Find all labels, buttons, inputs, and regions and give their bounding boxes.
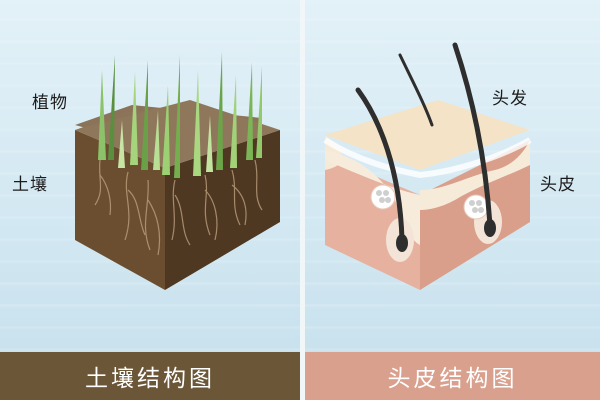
scalp-label: 头皮 xyxy=(540,175,576,195)
soil-structure-caption: 土壤结构图 xyxy=(0,352,300,400)
soil-label: 土壤 xyxy=(12,175,48,195)
panel-divider xyxy=(300,0,305,400)
hair-label: 头发 xyxy=(492,89,528,109)
scalp-structure-caption: 头皮结构图 xyxy=(305,352,600,400)
plant-label: 植物 xyxy=(32,93,68,113)
structure-illustration xyxy=(75,42,532,290)
scalp-cube-illustration xyxy=(323,100,532,290)
hair-strands-illustration xyxy=(355,42,496,252)
plant-sprouts-illustration xyxy=(98,52,262,178)
